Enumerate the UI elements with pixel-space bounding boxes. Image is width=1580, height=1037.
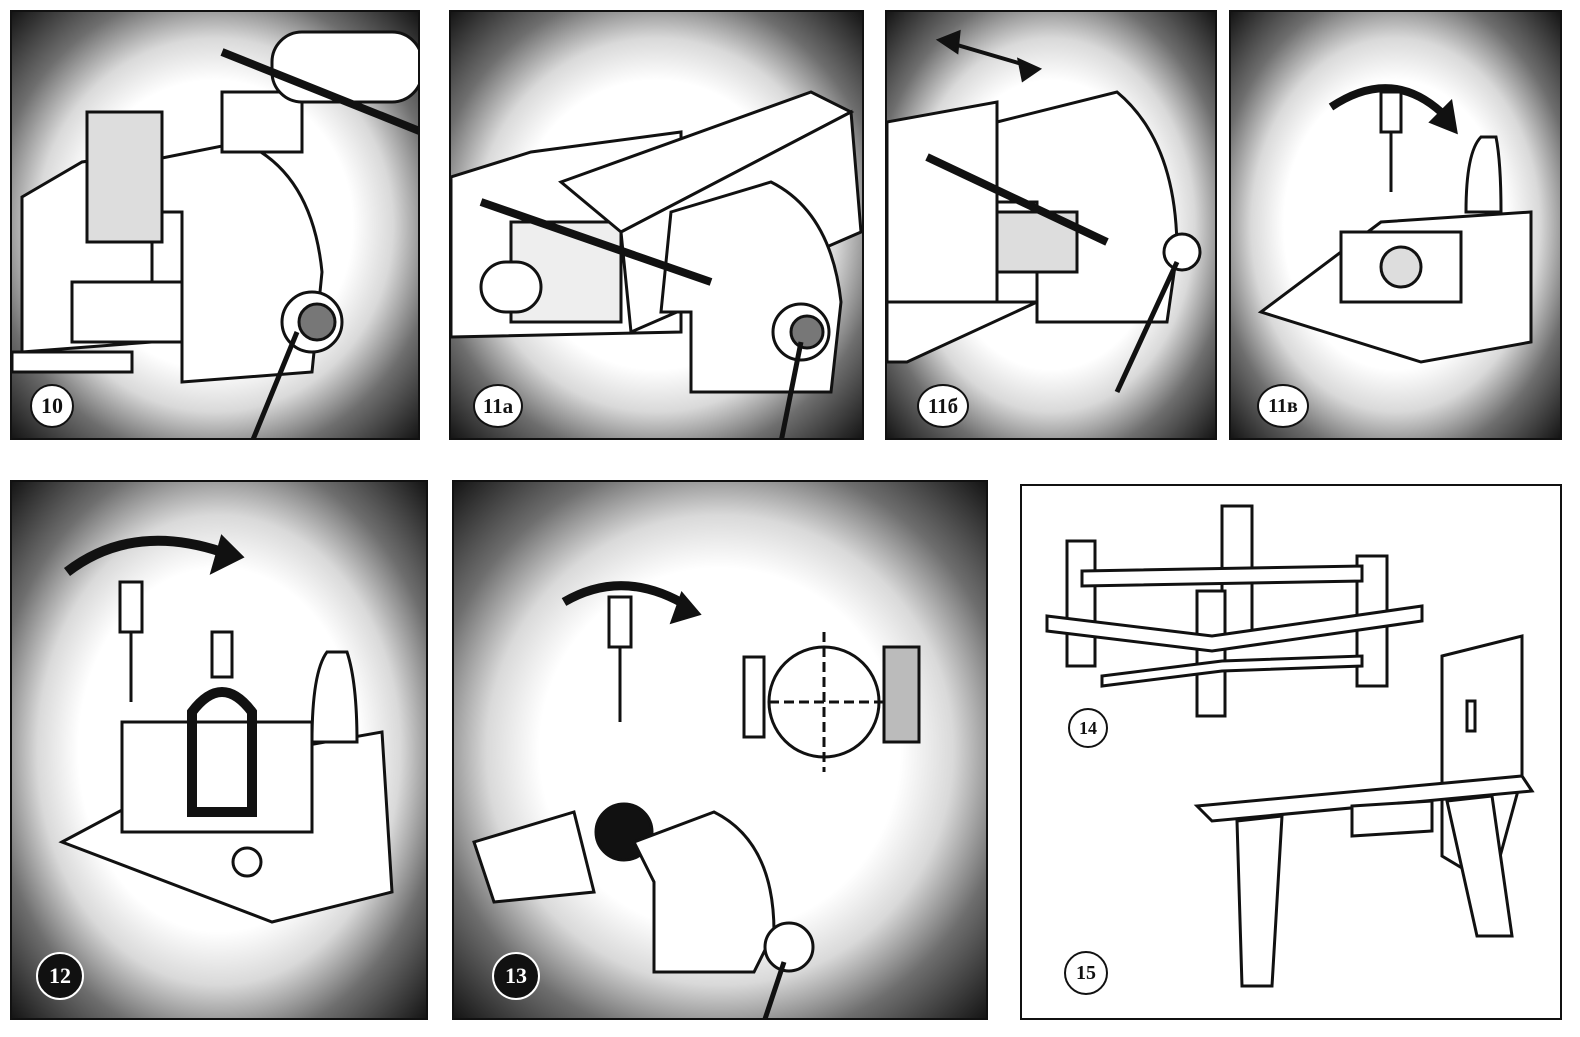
bench-vise-icon xyxy=(887,29,1202,394)
figure-11a-panel: 11а xyxy=(449,10,864,440)
figure-14-15-panel: 14 15 xyxy=(1020,484,1562,1020)
figure-label: 15 xyxy=(1064,951,1108,995)
figure-11v-panel: 11в xyxy=(1229,10,1562,440)
figure-label: 11в xyxy=(1257,384,1309,428)
figure-11b-panel: 11б xyxy=(885,10,1217,440)
bench-vise-icon xyxy=(451,90,862,438)
rotation-arrow-icon xyxy=(63,535,224,576)
hacksaw-icon xyxy=(925,153,1109,246)
figure-12-panel: 12 xyxy=(10,480,428,1020)
figure-label: 11б xyxy=(917,384,969,428)
figure-label: 13 xyxy=(492,952,540,1000)
figure-label: 10 xyxy=(30,384,74,428)
hacksaw-icon xyxy=(220,48,418,135)
figure-10-panel: 10 xyxy=(10,10,420,440)
bench-vise-icon xyxy=(472,581,921,1018)
bench-vise-icon xyxy=(1257,84,1533,364)
figure-label: 11а xyxy=(473,384,523,428)
rotation-arrow-icon xyxy=(561,581,692,611)
bench-vise-icon xyxy=(58,534,394,924)
figure-13-panel: 13 xyxy=(452,480,988,1020)
workbench-icon xyxy=(1045,504,1535,988)
figure-label: 14 xyxy=(1068,708,1108,748)
rotation-arrow-icon xyxy=(1328,84,1444,116)
bench-vise-icon xyxy=(12,30,418,438)
hacksaw-icon xyxy=(479,198,713,286)
figure-label: 12 xyxy=(36,952,84,1000)
